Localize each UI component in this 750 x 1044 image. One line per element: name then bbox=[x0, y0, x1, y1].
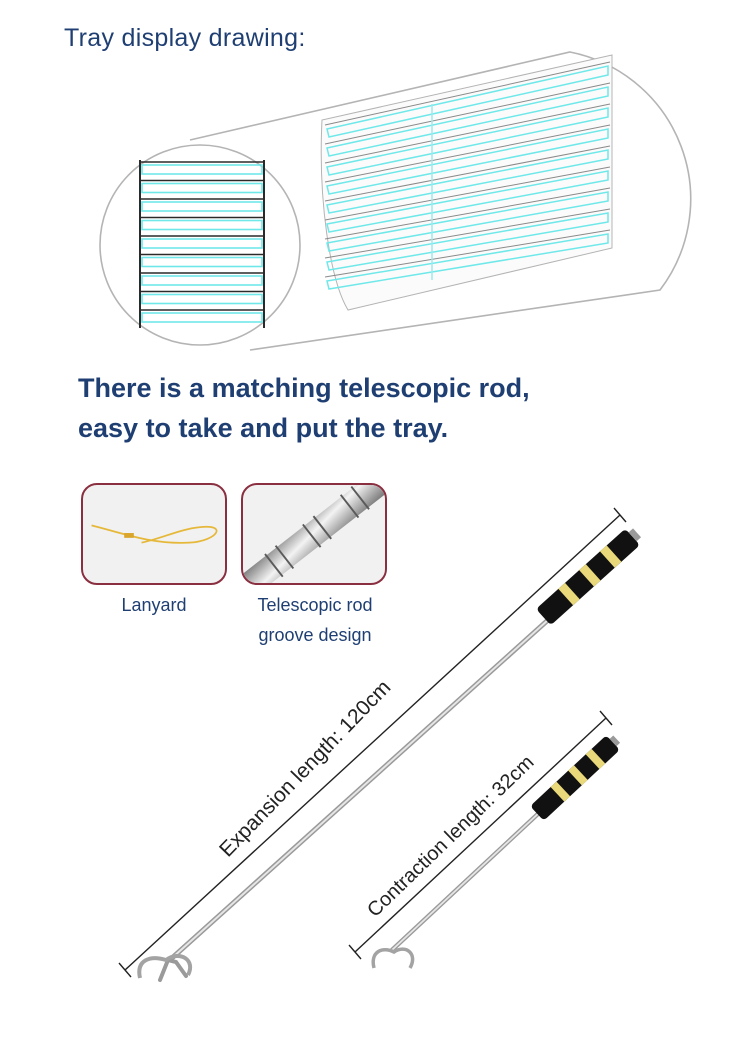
expanded-rod-handle bbox=[537, 528, 642, 624]
rod-groove-caption-line-2: groove design bbox=[258, 625, 372, 645]
rod-groove-thumbnail bbox=[241, 483, 387, 585]
rod-groove-caption-line-1: Telescopic rod bbox=[257, 595, 373, 615]
expanded-rod bbox=[137, 528, 642, 982]
tray-stack-front bbox=[139, 160, 265, 328]
contraction-dimension-line bbox=[348, 710, 613, 960]
expansion-length-label: Expansion length: 120cm bbox=[215, 676, 395, 862]
rod-groove-image bbox=[243, 485, 385, 583]
tray-stack-perspective bbox=[320, 54, 613, 311]
rod-groove-caption: Telescopic rod groove design bbox=[231, 590, 399, 650]
rod-headline: There is a matching telescopic rod, easy… bbox=[78, 368, 530, 448]
tray-end-circle bbox=[99, 144, 301, 346]
headline-line-2: easy to take and put the tray. bbox=[78, 413, 449, 443]
telescopic-rods-figure: Expansion length: 120cm Contraction leng… bbox=[118, 507, 642, 982]
tray-section-title: Tray display drawing: bbox=[64, 24, 306, 52]
contracted-rod bbox=[371, 735, 621, 969]
lanyard-thumbnail bbox=[81, 483, 227, 585]
contracted-rod-handle bbox=[531, 735, 621, 820]
expansion-dimension-line bbox=[118, 507, 627, 978]
tray-display-drawing bbox=[99, 51, 692, 351]
lanyard-caption: Lanyard bbox=[121, 595, 187, 615]
headline-line-1: There is a matching telescopic rod, bbox=[78, 373, 530, 403]
lanyard-image bbox=[91, 524, 218, 544]
